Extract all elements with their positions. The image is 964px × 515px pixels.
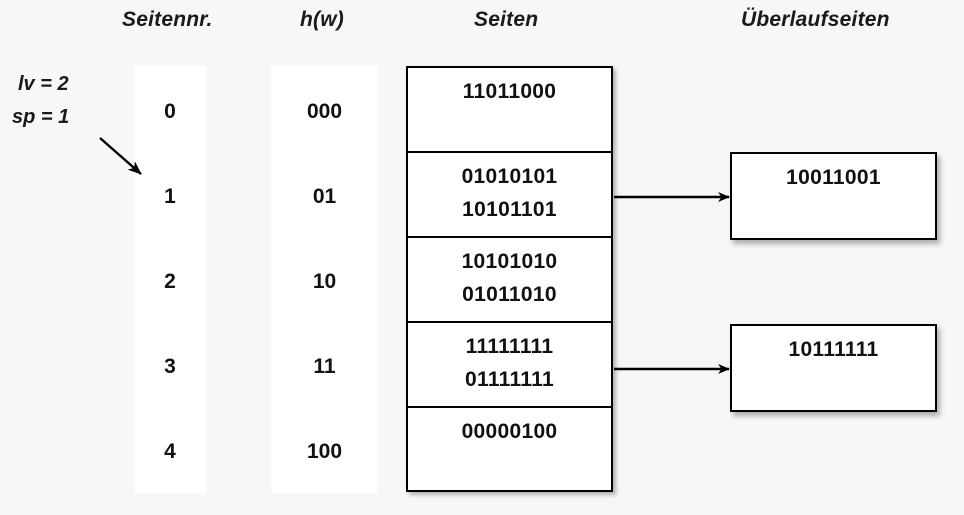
page-entry: 01111111 — [465, 368, 554, 391]
page-entry: 11011000 — [462, 80, 557, 103]
page-entry: 00000100 — [461, 420, 558, 443]
hash-value-cell: 10 — [312, 270, 337, 293]
column-header-page-number: Seitennr. — [122, 8, 213, 31]
page-entry: 10101101 — [462, 198, 557, 221]
page-number-column-background — [134, 66, 206, 493]
overflow-page-box: 10111111 — [730, 324, 937, 412]
page-entry: 01010101 — [461, 165, 558, 188]
hash-value-cell: 000 — [306, 100, 343, 123]
page-number-cell: 3 — [164, 355, 176, 378]
hash-value-cell: 01 — [312, 185, 337, 208]
hash-value-cell: 11 — [313, 355, 336, 378]
pages-table: 11011000 01010101 10101101 10101010 0101… — [406, 66, 613, 492]
page-row: 01010101 10101101 — [408, 153, 611, 238]
page-number-cell: 4 — [164, 440, 176, 463]
page-row: 00000100 — [408, 408, 611, 490]
hash-value-cell: 100 — [306, 440, 343, 463]
overflow-page-entry: 10111111 — [788, 338, 879, 361]
page-entry: 10101010 — [461, 250, 558, 273]
page-entry: 11111111 — [465, 335, 554, 358]
column-header-overflow-pages: Überlaufseiten — [741, 8, 890, 31]
page-number-cell: 0 — [164, 100, 176, 123]
page-row: 11111111 01111111 — [408, 323, 611, 408]
page-row: 11011000 — [408, 68, 611, 153]
overflow-page-entry: 10011001 — [786, 166, 881, 189]
page-number-cell: 1 — [164, 185, 176, 208]
page-row: 10101010 01011010 — [408, 238, 611, 323]
hash-column-background — [271, 66, 378, 493]
overflow-page-box: 10011001 — [730, 152, 937, 240]
page-entry: 01011010 — [462, 283, 557, 306]
page-number-cell: 2 — [164, 270, 176, 293]
parameter-sp: sp = 1 — [12, 106, 70, 128]
parameter-lv: lv = 2 — [18, 73, 69, 95]
column-header-hash: h(w) — [300, 8, 344, 31]
column-header-pages: Seiten — [474, 8, 539, 31]
